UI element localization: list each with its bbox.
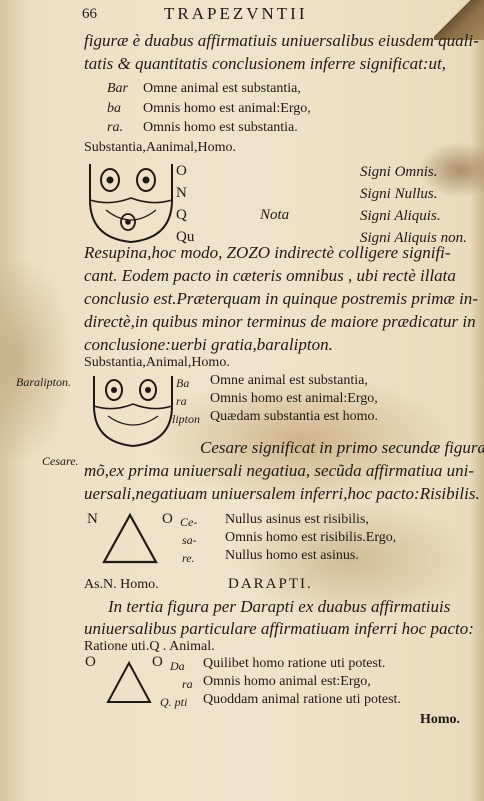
darapti-line-2: Omnis homo animal est:Ergo, [203, 674, 371, 689]
cesare-letter-n: N [87, 511, 98, 527]
cesare-syllable-2: sa- [182, 533, 197, 547]
barbara-syllable-3: ra. [107, 120, 123, 135]
sign-meaning-2: Signi Nullus. [360, 186, 438, 202]
cesare-line-1: Nullus asinus est risibilis, [225, 512, 369, 527]
baralipton-line-3: Quædam substantia est homo. [210, 409, 378, 424]
baralipton-line-1: Omne animal est substantia, [210, 373, 368, 388]
baralipton-syllable-3: lipton [172, 412, 201, 426]
cesare-line-3: Nullus homo est asinus. [225, 548, 359, 563]
intro-line-1: figuræ è duabus affirmatiuis uniuersalib… [84, 31, 479, 50]
sign-letter-n: N [176, 185, 187, 201]
torn-corner [434, 0, 484, 40]
darapti-syllable-2: ra [182, 677, 193, 691]
darapti-terms-line: Ratione uti.Q . Animal. [84, 639, 215, 654]
sign-letter-q: Q [176, 207, 187, 223]
cesare-paragraph-line-2: mõ,ex prima uniuersali negatiua, secũda … [84, 461, 475, 480]
darapti-paragraph-line-1: In tertia figura per Darapti ex duabus a… [108, 597, 451, 616]
triangle-diagram-1 [102, 512, 158, 564]
baralipton-line-2: Omnis homo est animal:Ergo, [210, 391, 378, 406]
cesare-paragraph-line-3: uersali,negatiuam uniuersalem inferri,ho… [84, 484, 480, 503]
sign-meaning-4: Signi Aliquis non. [360, 230, 467, 246]
cesare-paragraph-line-1: Cesare significat in primo secundæ figur… [200, 438, 484, 457]
cesare-line-2: Omnis homo est risibilis.Ergo, [225, 530, 397, 545]
baralipton-syllable-2: ra [176, 394, 187, 408]
baralipton-syllable-1: Ba [176, 376, 190, 390]
page-number: 66 [82, 6, 97, 22]
terms-line-1: Substantia,Aanimal,Homo. [84, 140, 237, 155]
darapti-line-1: Quilibet homo ratione uti potest. [203, 656, 386, 671]
paragraph-line-2: cant. Eodem pacto in cæteris omnibus , u… [84, 266, 456, 285]
paragraph-line-1: Resupina,hoc modo, ZOZO indirectè collig… [84, 243, 451, 262]
darapti-terms: As.N. Homo. [84, 577, 159, 592]
triangle-diagram-2 [106, 660, 152, 703]
cesare-letter-o: O [162, 511, 173, 527]
paragraph-line-3: conclusio est.Præterquam in quinque post… [84, 289, 478, 308]
running-title: TRAPEZVNTII [164, 4, 308, 23]
barbara-line-1: Omne animal est substantia, [143, 81, 301, 96]
barbara-syllable-2: ba [107, 101, 121, 116]
darapti-line-3: Quoddam animal ratione uti potest. [203, 692, 401, 707]
darapti-syllable-1: Da [170, 659, 185, 673]
baralipton-margin-label: Baralipton. [16, 375, 72, 389]
barbara-line-3: Omnis homo est substantia. [143, 120, 298, 135]
sign-letter-qu: Qu [176, 229, 195, 245]
darapti-paragraph-line-2: uniuersalibus particulare affirmatiuam i… [84, 619, 474, 638]
darapti-syllable-3: Q. pti [160, 695, 188, 709]
cesare-syllable-3: re. [182, 551, 195, 565]
barbara-line-2: Omnis homo est animal:Ergo, [143, 101, 311, 116]
sign-meaning-3: Signi Aliquis. [360, 208, 441, 224]
darapti-letter-o-right: O [152, 654, 163, 670]
shield-diagram-1 [89, 164, 173, 244]
cesare-syllable-1: Ce- [180, 515, 198, 529]
intro-line-2: tatis & quantitatis conclusionem inferre… [84, 54, 447, 73]
darapti-heading: DARAPTI. [228, 576, 313, 592]
terms-line-2: Substantia,Animal,Homo. [84, 355, 230, 370]
paragraph-line-4: directè,in quibus minor terminus de maio… [84, 312, 476, 331]
shield-diagram-2 [93, 376, 173, 448]
paragraph-line-5: conclusione:uerbi gratia,baralipton. [84, 335, 333, 354]
catchword: Homo. [420, 712, 461, 727]
sign-letter-o: O [176, 163, 187, 179]
barbara-syllable-1: Bar [107, 81, 128, 96]
cesare-margin-label: Cesare. [42, 454, 79, 468]
sign-meaning-1: Signi Omnis. [360, 164, 438, 180]
darapti-letter-o-left: O [85, 654, 96, 670]
nota-label: Nota [260, 207, 290, 223]
